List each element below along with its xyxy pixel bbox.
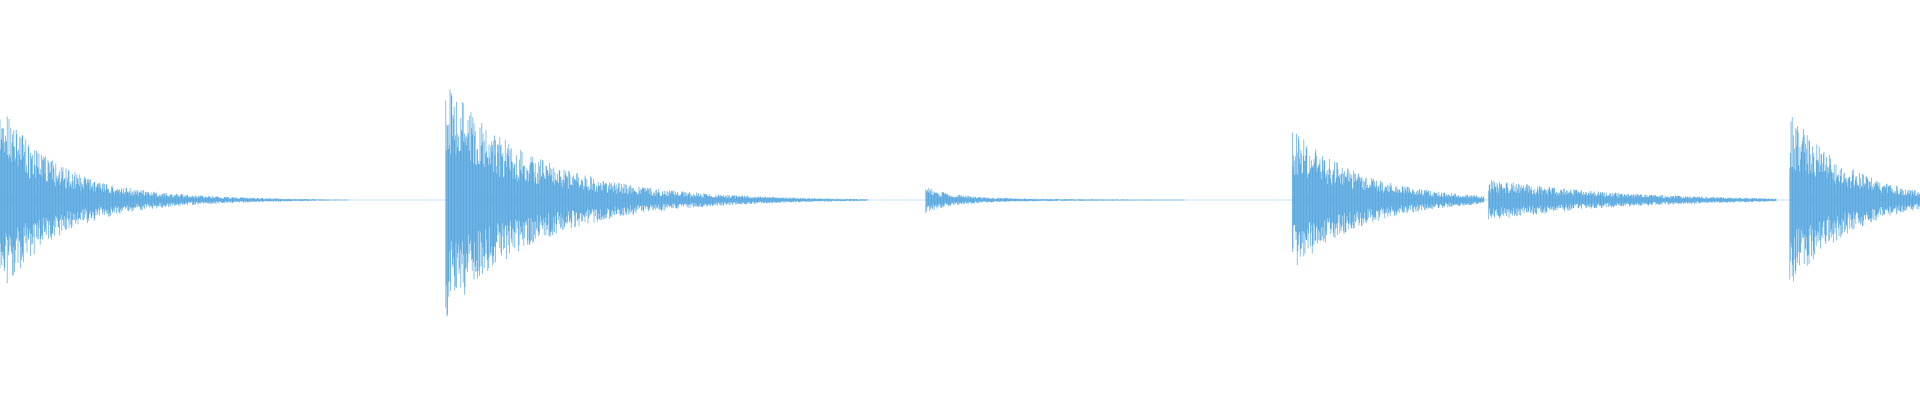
waveform-samples [0, 89, 1920, 317]
